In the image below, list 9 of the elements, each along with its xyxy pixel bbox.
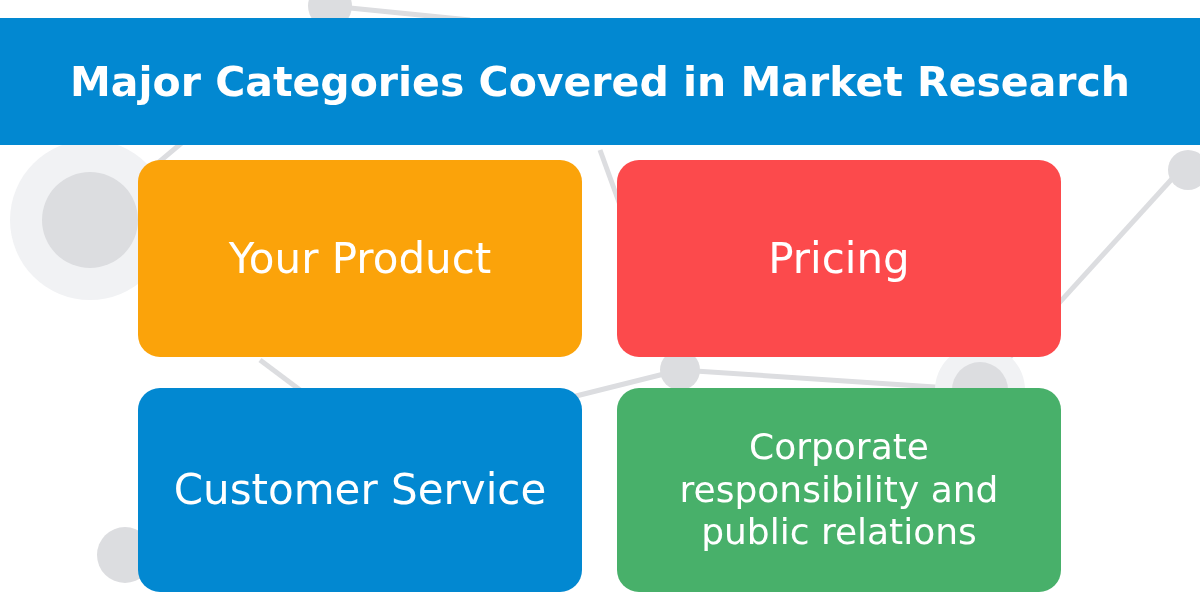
category-label: Pricing bbox=[768, 233, 910, 284]
category-card bbox=[617, 160, 1061, 357]
category-label: Customer Service bbox=[173, 465, 547, 515]
title: Major Categories Covered in Market Research bbox=[69, 57, 1131, 106]
category-card bbox=[617, 388, 1061, 592]
category-label: Your Product bbox=[228, 233, 492, 284]
category-card bbox=[138, 160, 582, 357]
category-card bbox=[138, 388, 582, 592]
category-label: Corporate responsibility and public relations bbox=[678, 426, 1000, 554]
